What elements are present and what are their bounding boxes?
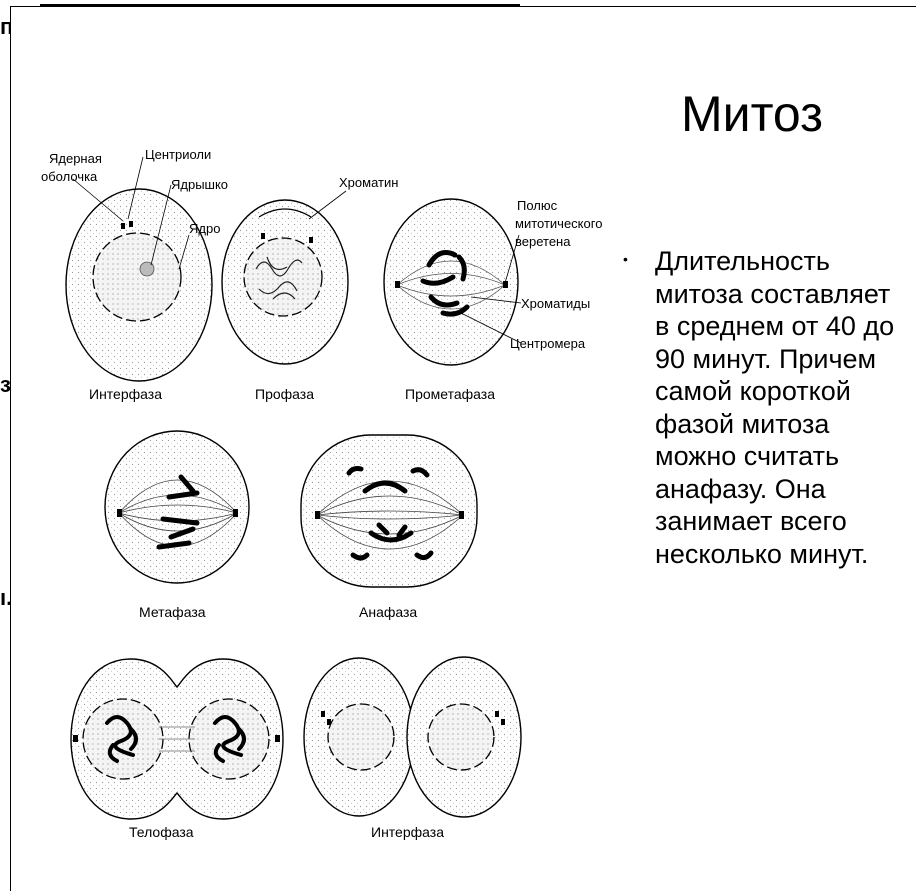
label-chromatids: Хроматиды: [521, 296, 590, 311]
label-spindle-pole-line2: митотического: [515, 216, 602, 231]
caption-telophase: Телофаза: [129, 824, 194, 840]
label-chromatin: Хроматин: [339, 175, 398, 190]
label-spindle-pole-line3: веретена: [515, 234, 571, 249]
slide-title: Митоз: [681, 85, 823, 143]
caption-interphase-1: Интерфаза: [89, 386, 162, 402]
cell-prophase: [222, 191, 348, 364]
bullet-marker: •: [623, 251, 628, 267]
caption-prometaphase: Прометафаза: [405, 386, 495, 402]
cell-anaphase: [301, 435, 477, 587]
label-nucleus: Ядро: [189, 221, 220, 236]
caption-metaphase: Метафаза: [139, 604, 206, 620]
label-nuclear-envelope-line2: оболочка: [41, 169, 98, 184]
caption-anaphase: Анафаза: [359, 604, 417, 620]
caption-prophase: Профаза: [255, 386, 314, 402]
label-nuclear-envelope-line1: Ядерная: [49, 151, 102, 166]
slide-body-text: Длительность митоза составляет в среднем…: [655, 245, 905, 570]
cell-prometaphase: [384, 199, 521, 365]
label-nucleolus: Ядрышко: [171, 177, 228, 192]
caption-interphase-2: Интерфаза: [371, 824, 444, 840]
slide: Ядерная оболочка Центриоли Ядрышко Ядро …: [10, 6, 916, 891]
cell-interphase-2: [304, 657, 521, 817]
label-centrioles: Центриоли: [145, 147, 211, 162]
label-spindle-pole-line1: Полюс: [517, 198, 558, 213]
cell-telophase: [71, 659, 283, 819]
mitosis-diagram: Ядерная оболочка Центриоли Ядрышко Ядро …: [11, 7, 621, 891]
cell-metaphase: [105, 431, 249, 583]
label-centromere: Центромера: [510, 336, 586, 351]
